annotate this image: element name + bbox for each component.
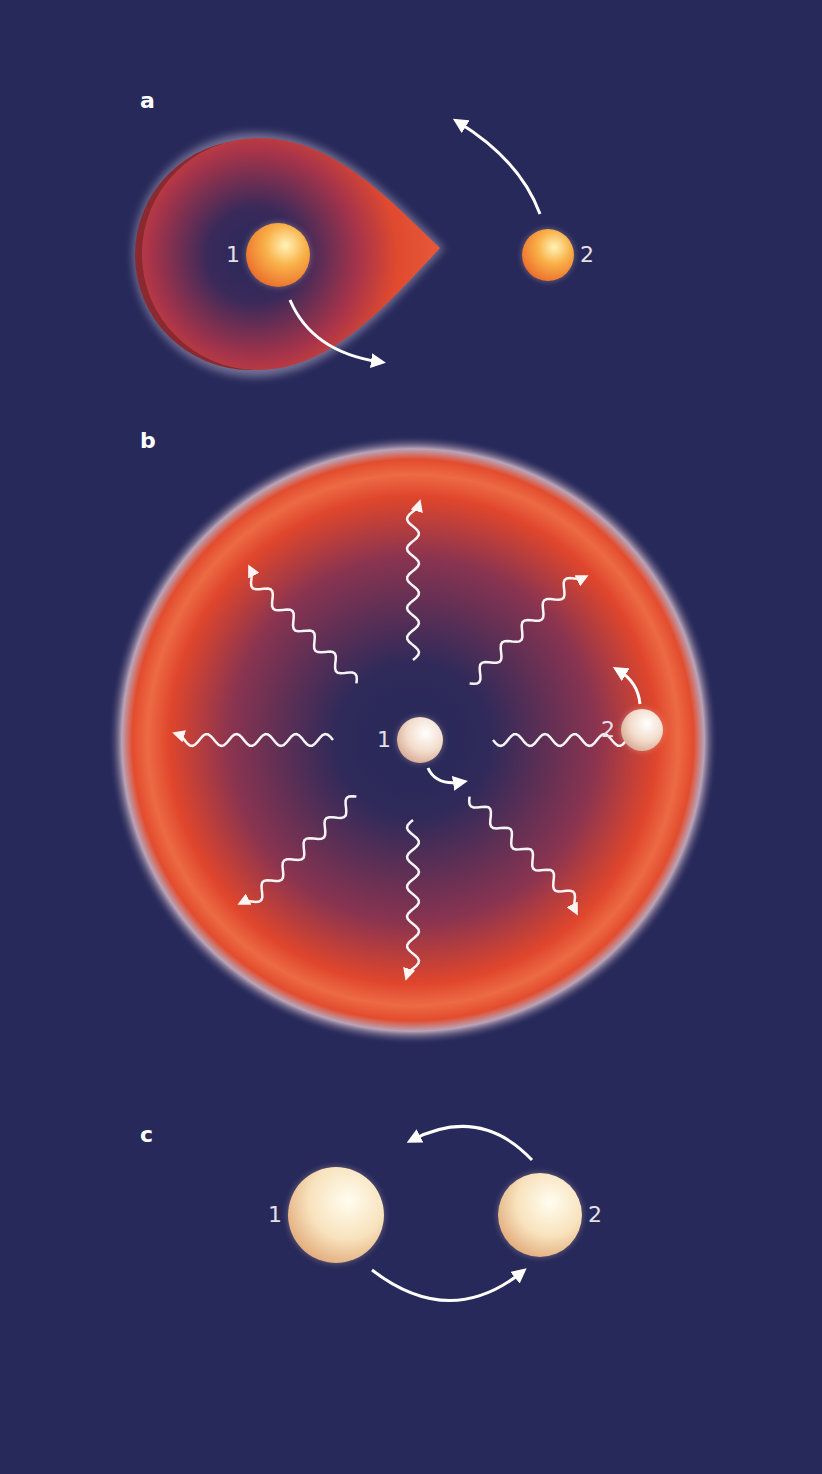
panel-letter: a: [140, 90, 155, 112]
star-number: 1: [226, 244, 240, 266]
star: [522, 229, 574, 281]
panel-letter: b: [140, 430, 156, 452]
star: [498, 1173, 582, 1257]
star-number: 2: [588, 1204, 602, 1226]
radiation-arrow: [250, 569, 356, 684]
star-number: 1: [268, 1204, 282, 1226]
star: [397, 717, 443, 763]
radiation-arrow: [469, 797, 575, 912]
star: [288, 1167, 384, 1263]
star: [246, 223, 310, 287]
radiation-arrow: [470, 577, 584, 683]
star-number: 2: [580, 244, 594, 266]
radiation-arrow: [407, 504, 419, 660]
radiation-arrow: [177, 734, 333, 746]
radiation-arrow: [407, 820, 419, 976]
star-number: 1: [377, 729, 391, 751]
star-number: 2: [601, 719, 615, 741]
star: [621, 709, 663, 751]
panel-letter: c: [140, 1124, 153, 1146]
radiation-arrow: [242, 796, 357, 902]
